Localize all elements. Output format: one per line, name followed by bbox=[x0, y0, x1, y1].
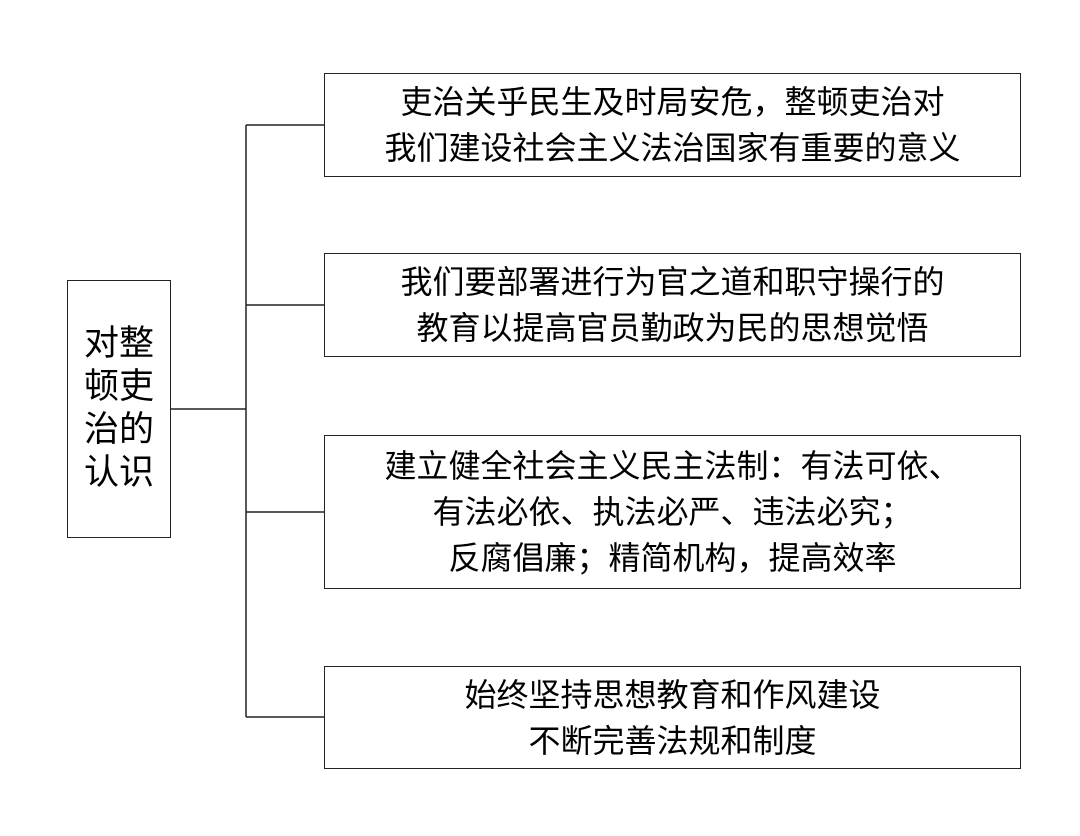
branch-2-line-2: 教育以提高官员勤政为民的思想觉悟 bbox=[416, 309, 929, 347]
branch-1-line-2: 我们建设社会主义法治国家有重要的意义 bbox=[384, 129, 961, 167]
branch-node-legal-system: 建立健全社会主义民主法制：有法可依、 有法必依、执法必严、违法必究； 反腐倡廉；… bbox=[324, 435, 1021, 589]
branch-node-education: 我们要部署进行为官之道和职守操行的 教育以提高官员勤政为民的思想觉悟 bbox=[324, 253, 1021, 357]
branch-node-persistence: 始终坚持思想教育和作风建设 不断完善法规和制度 bbox=[324, 666, 1021, 769]
branch-4-line-1: 始终坚持思想教育和作风建设 bbox=[464, 675, 881, 714]
branch-2-line-1: 我们要部署进行为官之道和职守操行的 bbox=[400, 263, 945, 301]
root-node-text: 对整 顿吏 治的 认识 bbox=[84, 323, 154, 495]
branch-3-line-2: 有法必依、执法必严、违法必究； bbox=[432, 493, 913, 531]
root-node: 对整 顿吏 治的 认识 bbox=[67, 280, 171, 538]
root-line-1: 对整 bbox=[83, 324, 154, 364]
root-line-2: 顿吏 bbox=[83, 367, 154, 407]
branch-3-line-1: 建立健全社会主义民主法制：有法可依、 bbox=[384, 447, 961, 485]
branch-node-significance: 吏治关乎民生及时局安危，整顿吏治对 我们建设社会主义法治国家有重要的意义 bbox=[324, 73, 1021, 177]
branch-4-line-2: 不断完善法规和制度 bbox=[528, 721, 817, 760]
root-line-4: 认识 bbox=[83, 453, 154, 493]
root-line-3: 治的 bbox=[83, 410, 154, 450]
branch-1-line-1: 吏治关乎民生及时局安危，整顿吏治对 bbox=[400, 83, 945, 121]
branch-3-line-3: 反腐倡廉；精简机构，提高效率 bbox=[448, 539, 897, 577]
